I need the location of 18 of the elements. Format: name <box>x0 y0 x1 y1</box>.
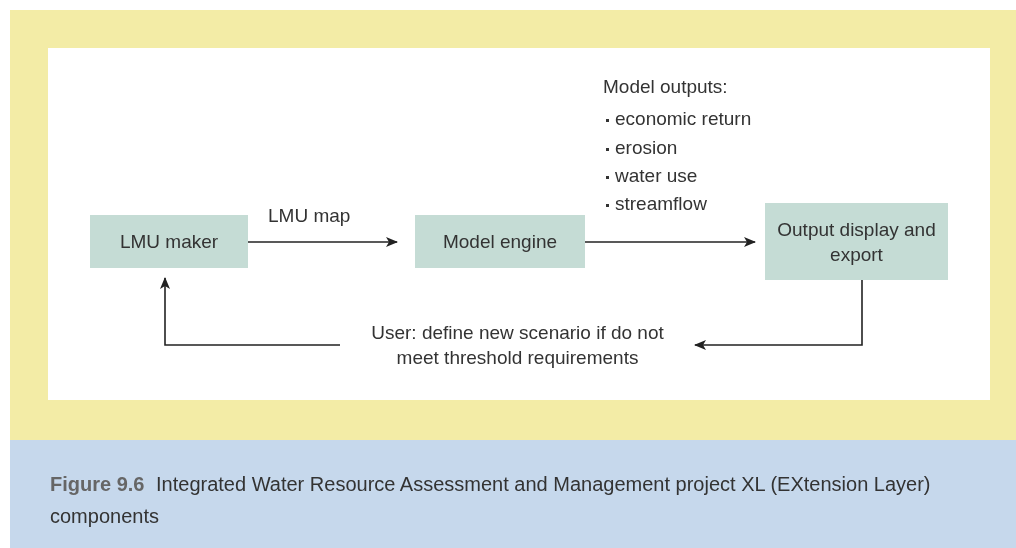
list-heading: Model outputs: <box>603 75 728 99</box>
figure-caption: Figure 9.6 Integrated Water Resource Assessment and Management project XL (EXtension Layer) components <box>50 472 932 529</box>
list-item: streamflow <box>615 192 707 216</box>
arrow <box>694 279 863 350</box>
list-item: erosion <box>615 136 678 160</box>
arrow <box>584 237 756 247</box>
arrow <box>247 237 398 247</box>
arrow <box>160 277 341 346</box>
box-label: Model engine <box>442 230 558 254</box>
box-label: Output display and export <box>776 217 937 267</box>
process-box <box>765 203 948 280</box>
note-text: User: define new scenario if do not meet threshold requirements <box>370 321 665 370</box>
process-box <box>415 215 585 268</box>
list-item: economic return <box>615 107 752 131</box>
list-item: water use <box>615 164 698 188</box>
box-label: LMU maker <box>119 230 219 254</box>
edge-label: LMU map <box>268 204 351 228</box>
process-box <box>90 215 248 268</box>
